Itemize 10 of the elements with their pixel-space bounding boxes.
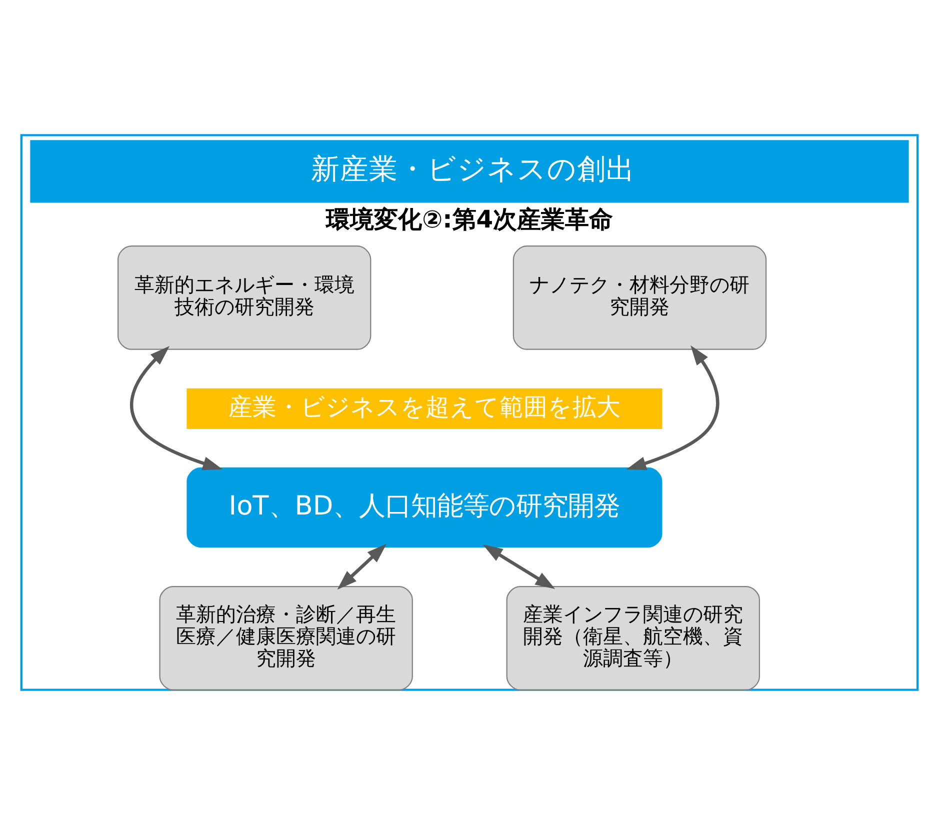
node-box: 革新的治療・診断／再生医療／健康医療関連の研究開発 (159, 586, 413, 690)
node-box: IoT、BD、人口知能等の研究開発 (186, 467, 662, 548)
arrow (482, 544, 556, 590)
arrow (337, 544, 387, 590)
arrow (626, 345, 720, 470)
node-box: 産業・ビジネスを超えて範囲を拡大 (186, 388, 662, 429)
node-box: 革新的エネルギー・環境技術の研究開発 (118, 246, 372, 350)
node-box: 産業インフラ関連の研究開発（衛星、航空機、資源調査等） (506, 586, 760, 690)
arrow (130, 346, 223, 470)
node-box: ナノテク・材料分野の研究開発 (512, 246, 767, 350)
